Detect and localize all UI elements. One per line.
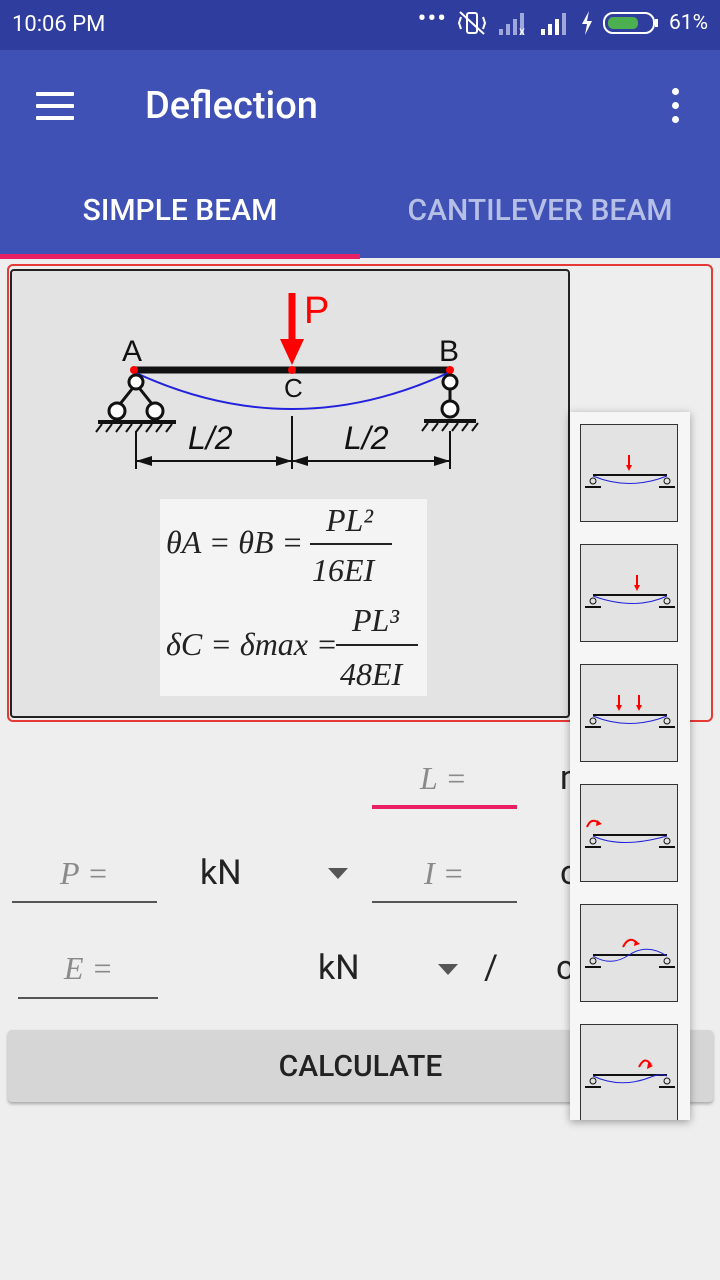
modulus-unit2-select[interactable]: c (556, 948, 574, 988)
vibrate-off-icon (457, 11, 487, 35)
inertia-underline (372, 901, 517, 903)
menu-icon[interactable] (36, 92, 76, 120)
length-underline (372, 805, 517, 809)
load-label: P (304, 290, 329, 332)
support-b-label: B (439, 335, 459, 368)
more-notifications-icon: ••• (417, 4, 447, 34)
load-unit-select[interactable]: kN (200, 853, 242, 893)
formula-delta-lhs: δC = δmax = (166, 626, 338, 662)
formula-delta-denominator: 48EI (340, 656, 404, 692)
beam-case-option-end-moment[interactable] (580, 784, 678, 882)
charging-icon (582, 11, 592, 35)
beam-case-option-two-loads[interactable] (580, 664, 678, 762)
tab-bar: SIMPLE BEAM CANTILEVER BEAM (0, 162, 720, 259)
length-input[interactable]: L = (420, 760, 467, 796)
formula-theta-lhs: θA = θB = (166, 524, 303, 560)
beam-case-dropdown (570, 412, 690, 1120)
tab-indicator (0, 254, 360, 259)
load-underline (12, 901, 157, 903)
modulus-underline (18, 997, 158, 999)
tab-cantilever-beam[interactable]: CANTILEVER BEAM (407, 192, 673, 228)
formula-theta-numerator: PL² (325, 502, 374, 538)
overflow-menu-icon[interactable] (668, 88, 684, 128)
formula-delta-numerator: PL³ (351, 602, 399, 638)
inertia-input[interactable]: I = (424, 855, 465, 891)
span-right-label: L/2 (344, 420, 389, 456)
modulus-unit-select[interactable]: kN (318, 948, 360, 988)
span-left-label: L/2 (188, 420, 233, 456)
app-bar: Deflection (0, 50, 720, 162)
beam-case-option-offset-moment[interactable] (580, 1024, 678, 1120)
beam-case-option-offset-load[interactable] (580, 544, 678, 642)
chevron-down-icon (328, 868, 348, 879)
roller-support-b (440, 373, 460, 419)
status-bar: 10:06 PM ••• x 61% (0, 0, 720, 50)
signal-icon (541, 13, 566, 35)
tab-simple-beam[interactable]: SIMPLE BEAM (82, 192, 278, 228)
status-time: 10:06 PM (12, 12, 106, 37)
formula-theta-denominator: 16EI (312, 552, 376, 588)
formula-box: θA = θB = PL² 16EI δC = δmax = PL³ 48EI (160, 499, 427, 696)
battery-icon (603, 12, 658, 34)
midpoint-label: C (284, 373, 303, 403)
pin-support-a (107, 373, 165, 421)
support-a-label: A (122, 335, 142, 368)
page-title: Deflection (145, 84, 318, 128)
modulus-input[interactable]: E = (64, 950, 114, 986)
svg-text:x: x (519, 24, 525, 35)
battery-percent: 61% (669, 11, 708, 35)
beam-diagram-panel: P A B C (10, 269, 570, 718)
unit-separator: / (484, 948, 499, 988)
chevron-down-icon (438, 964, 458, 975)
signal-weak-icon: x (499, 13, 525, 35)
beam-case-option-center-load[interactable] (580, 424, 678, 522)
beam-case-selector[interactable] (7, 264, 713, 722)
beam-case-option-mid-moment[interactable] (580, 904, 678, 1002)
load-input[interactable]: P = (60, 855, 109, 891)
simple-beam-diagram: P A B C (95, 290, 479, 469)
